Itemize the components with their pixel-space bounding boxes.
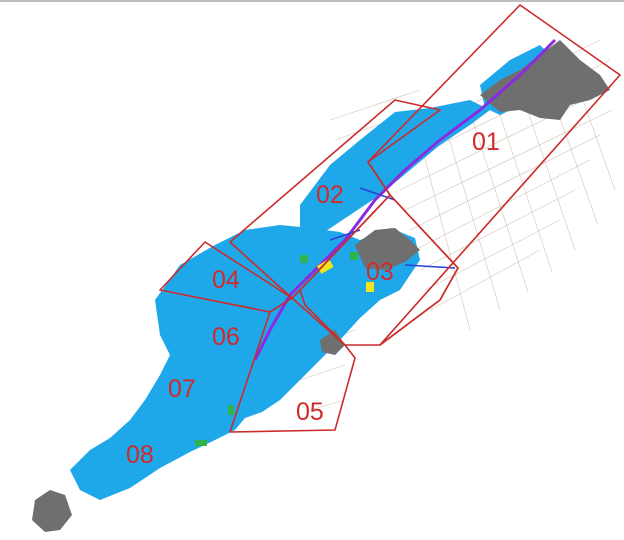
zone-label-01: 01	[472, 128, 500, 156]
zone-05-boundary	[229, 297, 356, 433]
zone-label-05: 05	[296, 398, 324, 426]
built-area	[32, 40, 610, 532]
zone-03-boundary	[299, 194, 459, 346]
zone-label-02: 02	[316, 181, 344, 209]
main-road	[253, 38, 557, 361]
zone-label-07: 07	[168, 375, 196, 403]
zone-label-08: 08	[126, 441, 154, 469]
zone-label-03: 03	[366, 258, 394, 286]
zone-label-06: 06	[212, 323, 240, 351]
zone-boundaries	[159, 4, 621, 433]
zone-labels: 01 02 03 04 05 06 07 08	[126, 128, 500, 469]
zone-01-boundary	[367, 4, 621, 346]
accent-marks	[195, 252, 374, 446]
zone-label-04: 04	[212, 266, 240, 294]
